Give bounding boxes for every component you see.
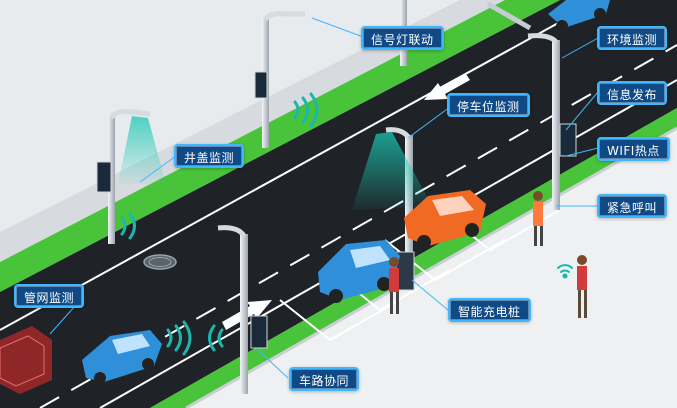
label-vehicle-road-coordination[interactable]: 车路协同 (289, 367, 360, 391)
street-pole-parking (352, 127, 432, 291)
manhole-cover (143, 254, 177, 270)
signal-wave-icon (120, 212, 136, 240)
car-orange-parked (404, 190, 486, 249)
label-pipeline-monitoring[interactable]: 管网监测 (14, 284, 85, 308)
label-info-release[interactable]: 信息发布 (597, 81, 668, 105)
driver-charging (389, 257, 399, 314)
pedestrian-backpack (533, 191, 543, 246)
label-parking-monitoring[interactable]: 停车位监测 (447, 93, 530, 117)
street-pole-near-2 (527, 33, 577, 210)
label-smart-charging[interactable]: 智能充电桩 (448, 298, 531, 322)
pipeline-node (0, 326, 52, 394)
label-manhole-monitoring[interactable]: 井盖监测 (174, 144, 245, 168)
car-blue-far (548, 0, 610, 32)
car-blue-near (82, 330, 162, 384)
street-pole-manhole (96, 109, 166, 244)
car-blue-parked (318, 240, 400, 303)
label-wifi-hotspot[interactable]: WIFI热点 (597, 137, 670, 161)
near-curb (185, 126, 677, 408)
label-environment-monitoring[interactable]: 环境监测 (597, 26, 668, 50)
wifi-icon (557, 264, 573, 279)
street-pole-far-1 (254, 11, 305, 148)
signal-wave-icon (293, 92, 319, 128)
street-pole-near-1 (217, 225, 268, 394)
pedestrian-phone (577, 255, 587, 318)
label-signal-linkage[interactable]: 信号灯联动 (361, 26, 444, 50)
label-emergency-call[interactable]: 紧急呼叫 (597, 194, 668, 218)
signal-wave-icon (166, 320, 224, 356)
